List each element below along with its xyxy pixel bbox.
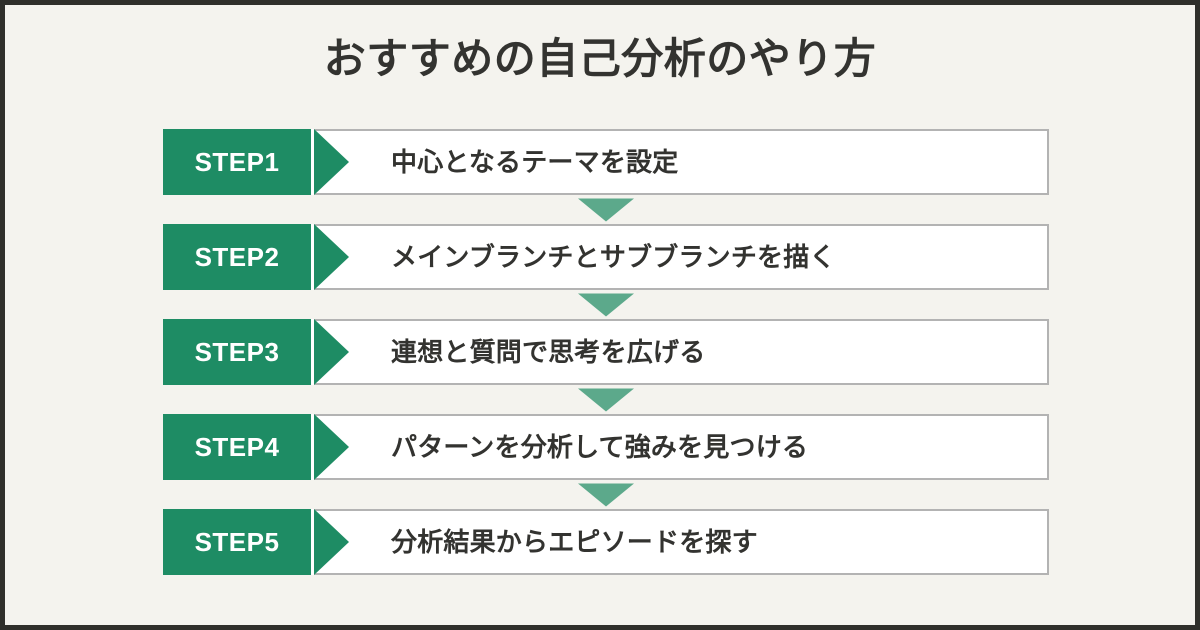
chevron-right-icon	[311, 414, 349, 480]
chevron-right-icon	[311, 224, 349, 290]
step-connector	[163, 195, 1049, 224]
step-badge-label: STEP5	[194, 527, 280, 557]
step-connector	[163, 290, 1049, 319]
arrow-down-icon	[578, 483, 634, 506]
step-row[interactable]: STEP2 メインブランチとサブブランチを描く	[163, 224, 1049, 290]
chevron-right-icon	[311, 509, 349, 575]
step-badge-label: STEP4	[194, 432, 280, 462]
step-badge-label: STEP2	[194, 242, 280, 272]
chevron-right-icon	[311, 129, 349, 195]
step-row[interactable]: STEP4 パターンを分析して強みを見つける	[163, 414, 1049, 480]
arrow-down-icon	[578, 293, 634, 316]
step-row[interactable]: STEP3 連想と質問で思考を広げる	[163, 319, 1049, 385]
step-connector	[163, 385, 1049, 414]
step-badge: STEP4	[163, 414, 311, 480]
step-text: 分析結果からエピソードを探す	[391, 527, 758, 557]
step-badge: STEP5	[163, 509, 311, 575]
step-text: パターンを分析して強みを見つける	[391, 432, 809, 462]
step-list: STEP1 中心となるテーマを設定 STEP2 メインブランチとサブブランチを描…	[163, 129, 1049, 575]
step-connector	[163, 480, 1049, 509]
step-row[interactable]: STEP5 分析結果からエピソードを探す	[163, 509, 1049, 575]
step-badge: STEP3	[163, 319, 311, 385]
step-text: メインブランチとサブブランチを描く	[391, 242, 836, 272]
step-row[interactable]: STEP1 中心となるテーマを設定	[163, 129, 1049, 195]
page-canvas: おすすめの自己分析のやり方 STEP1 中心となるテーマを設定 STEP2	[5, 5, 1195, 625]
page-title: おすすめの自己分析のやり方	[323, 35, 877, 82]
step-badge-label: STEP1	[194, 147, 280, 177]
step-text: 連想と質問で思考を広げる	[391, 337, 706, 367]
step-badge-label: STEP3	[194, 337, 280, 367]
step-badge: STEP2	[163, 224, 311, 290]
chevron-right-icon	[311, 319, 349, 385]
step-badge: STEP1	[163, 129, 311, 195]
arrow-down-icon	[578, 198, 634, 221]
step-text: 中心となるテーマを設定	[391, 147, 679, 177]
arrow-down-icon	[578, 388, 634, 411]
